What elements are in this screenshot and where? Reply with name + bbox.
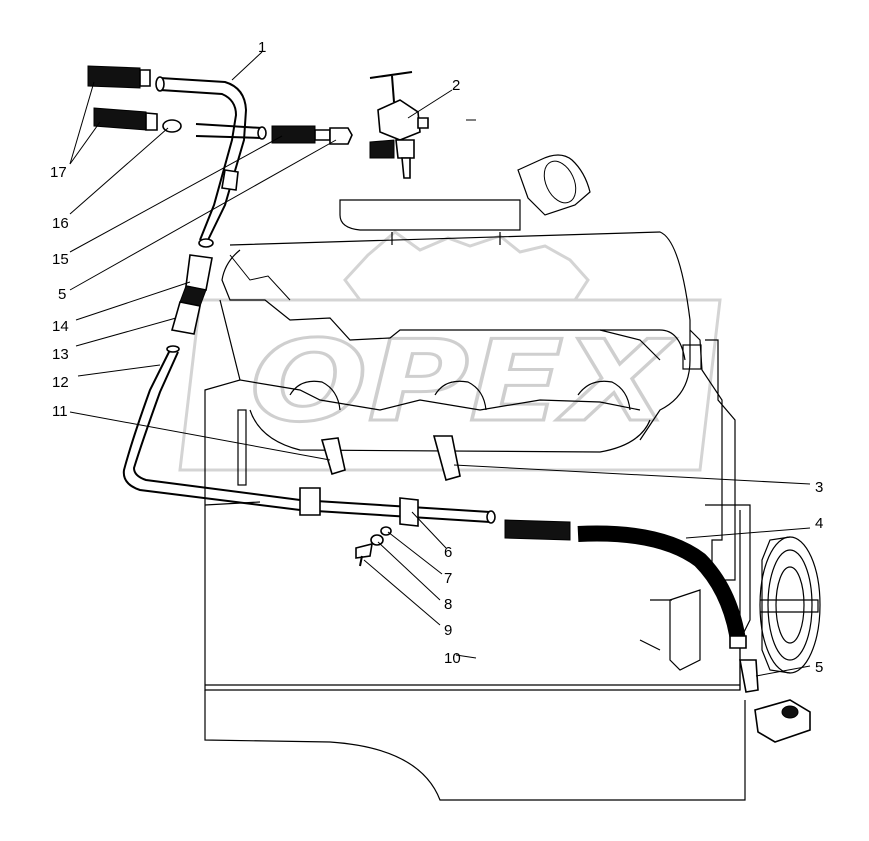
callout-16: 16: [52, 215, 69, 232]
bent-tube-upper[interactable]: [155, 76, 267, 248]
callout-8: 8: [444, 596, 452, 613]
callout-11: 11: [52, 403, 68, 420]
callout-15: 15: [52, 251, 69, 268]
tube-clamps[interactable]: [299, 435, 461, 527]
hose-pair[interactable]: [87, 65, 182, 133]
callout-labels: 1 2 3 4 5 5 6 7 8 9 10 11 12 13 14 15 16…: [50, 39, 823, 676]
callout-1: 1: [258, 39, 266, 56]
callout-14: 14: [52, 318, 69, 335]
callout-5b: 5: [815, 659, 823, 676]
callout-3: 3: [815, 479, 823, 496]
callout-17: 17: [50, 164, 67, 181]
hose-fitting-upper[interactable]: [271, 125, 353, 145]
callout-2: 2: [452, 77, 460, 94]
engine-block-outline: [204, 154, 821, 801]
flexible-hose[interactable]: [504, 519, 747, 649]
fastener-set[interactable]: [355, 526, 392, 567]
callout-12: 12: [52, 374, 69, 391]
callout-4: 4: [815, 515, 823, 532]
callout-6: 6: [444, 544, 452, 561]
callout-5a: 5: [58, 286, 66, 303]
callout-13: 13: [52, 346, 69, 363]
callout-9: 9: [444, 622, 452, 639]
connector-assembly[interactable]: [170, 254, 213, 335]
lower-fitting[interactable]: [739, 659, 811, 743]
shutoff-valve[interactable]: [369, 71, 429, 179]
callout-7: 7: [444, 570, 452, 587]
lower-tube[interactable]: [122, 345, 496, 524]
leader-lines: [69, 51, 811, 677]
callout-10: 10: [444, 650, 461, 667]
watermark-logo: OPEX: [178, 230, 722, 472]
